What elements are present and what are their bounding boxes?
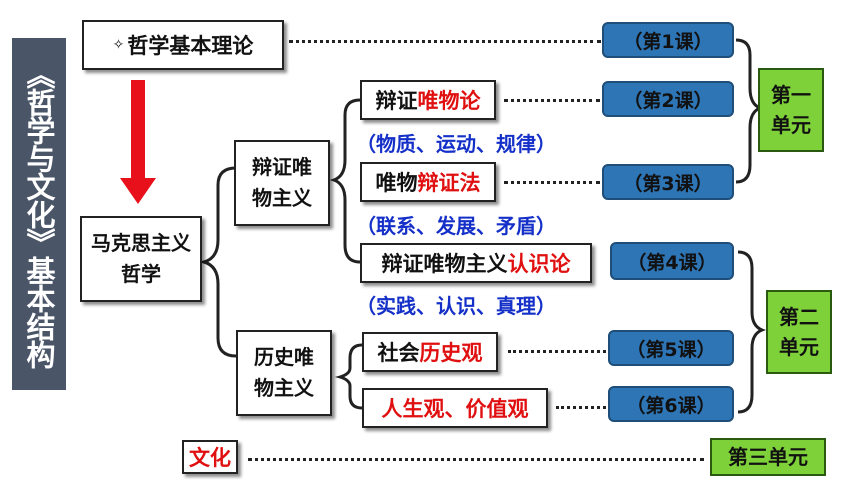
lesson-2: （第2课） xyxy=(602,81,734,117)
note-dialectics: （联系、发展、矛盾） xyxy=(356,214,556,238)
lesson-6: （第6课） xyxy=(608,386,734,422)
down-arrow-head xyxy=(120,178,156,204)
topic-prefix: 唯物 xyxy=(375,171,418,195)
unit-1: 第一单元 xyxy=(758,68,824,152)
dotted-leader-5 xyxy=(508,350,606,353)
lesson-1: （第1课） xyxy=(602,22,734,58)
dotted-leader-3 xyxy=(504,181,600,184)
unit-3: 第三单元 xyxy=(710,438,826,476)
down-arrow-shaft xyxy=(131,80,145,180)
topic-history-view: 社会历史观 xyxy=(362,332,498,372)
sparkle-icon: ✧ xyxy=(112,37,125,53)
topic-highlight: 历史观 xyxy=(419,341,483,365)
unit-2: 第二单元 xyxy=(766,290,832,374)
brace-root xyxy=(198,166,237,358)
dotted-leader-1 xyxy=(289,40,601,43)
topic-epistemology: 辩证唯物主义认识论 xyxy=(360,243,592,283)
topic-culture: 文化 xyxy=(182,440,238,474)
lesson-4: （第4课） xyxy=(610,242,734,280)
culture-label: 文化 xyxy=(189,446,231,470)
topic-life-values: 人生观、价值观 xyxy=(362,388,548,428)
brace-historical xyxy=(334,343,363,410)
topic-highlight: 认识论 xyxy=(507,252,571,276)
top-node: ✧ 哲学基本理论 xyxy=(82,20,284,70)
topic-prefix: 辩证 xyxy=(375,89,418,113)
topic-highlight: 唯物论 xyxy=(417,89,481,113)
branch-dialectical: 辩证唯物主义 xyxy=(234,140,330,226)
root-node: 马克思主义哲学 xyxy=(80,216,202,302)
lesson-3: （第3课） xyxy=(602,164,734,200)
topic-highlight: 人生观、价值观 xyxy=(381,397,529,421)
brace-dialectical xyxy=(329,98,361,264)
note-materialism: （物质、运动、规律） xyxy=(356,132,556,156)
dotted-leader-6 xyxy=(556,406,606,409)
topic-dialectics: 唯物辩证法 xyxy=(360,162,496,202)
brace-unit2 xyxy=(737,250,767,414)
branch-historical: 历史唯物主义 xyxy=(236,330,332,416)
topic-prefix: 辩证唯物主义 xyxy=(381,252,508,276)
top-node-label: 哲学基本理论 xyxy=(127,34,254,58)
note-epistemology: （实践、认识、真理） xyxy=(356,294,556,318)
lesson-5: （第5课） xyxy=(608,330,734,366)
topic-materialism: 辩证唯物论 xyxy=(360,80,496,120)
topic-prefix: 社会 xyxy=(377,341,420,365)
topic-highlight: 辩证法 xyxy=(417,171,481,195)
dotted-leader-2 xyxy=(504,99,600,102)
dotted-leader-culture xyxy=(248,458,704,461)
brace-unit1 xyxy=(735,38,765,184)
side-title: 《哲学与文化》基本结构 xyxy=(12,38,66,390)
